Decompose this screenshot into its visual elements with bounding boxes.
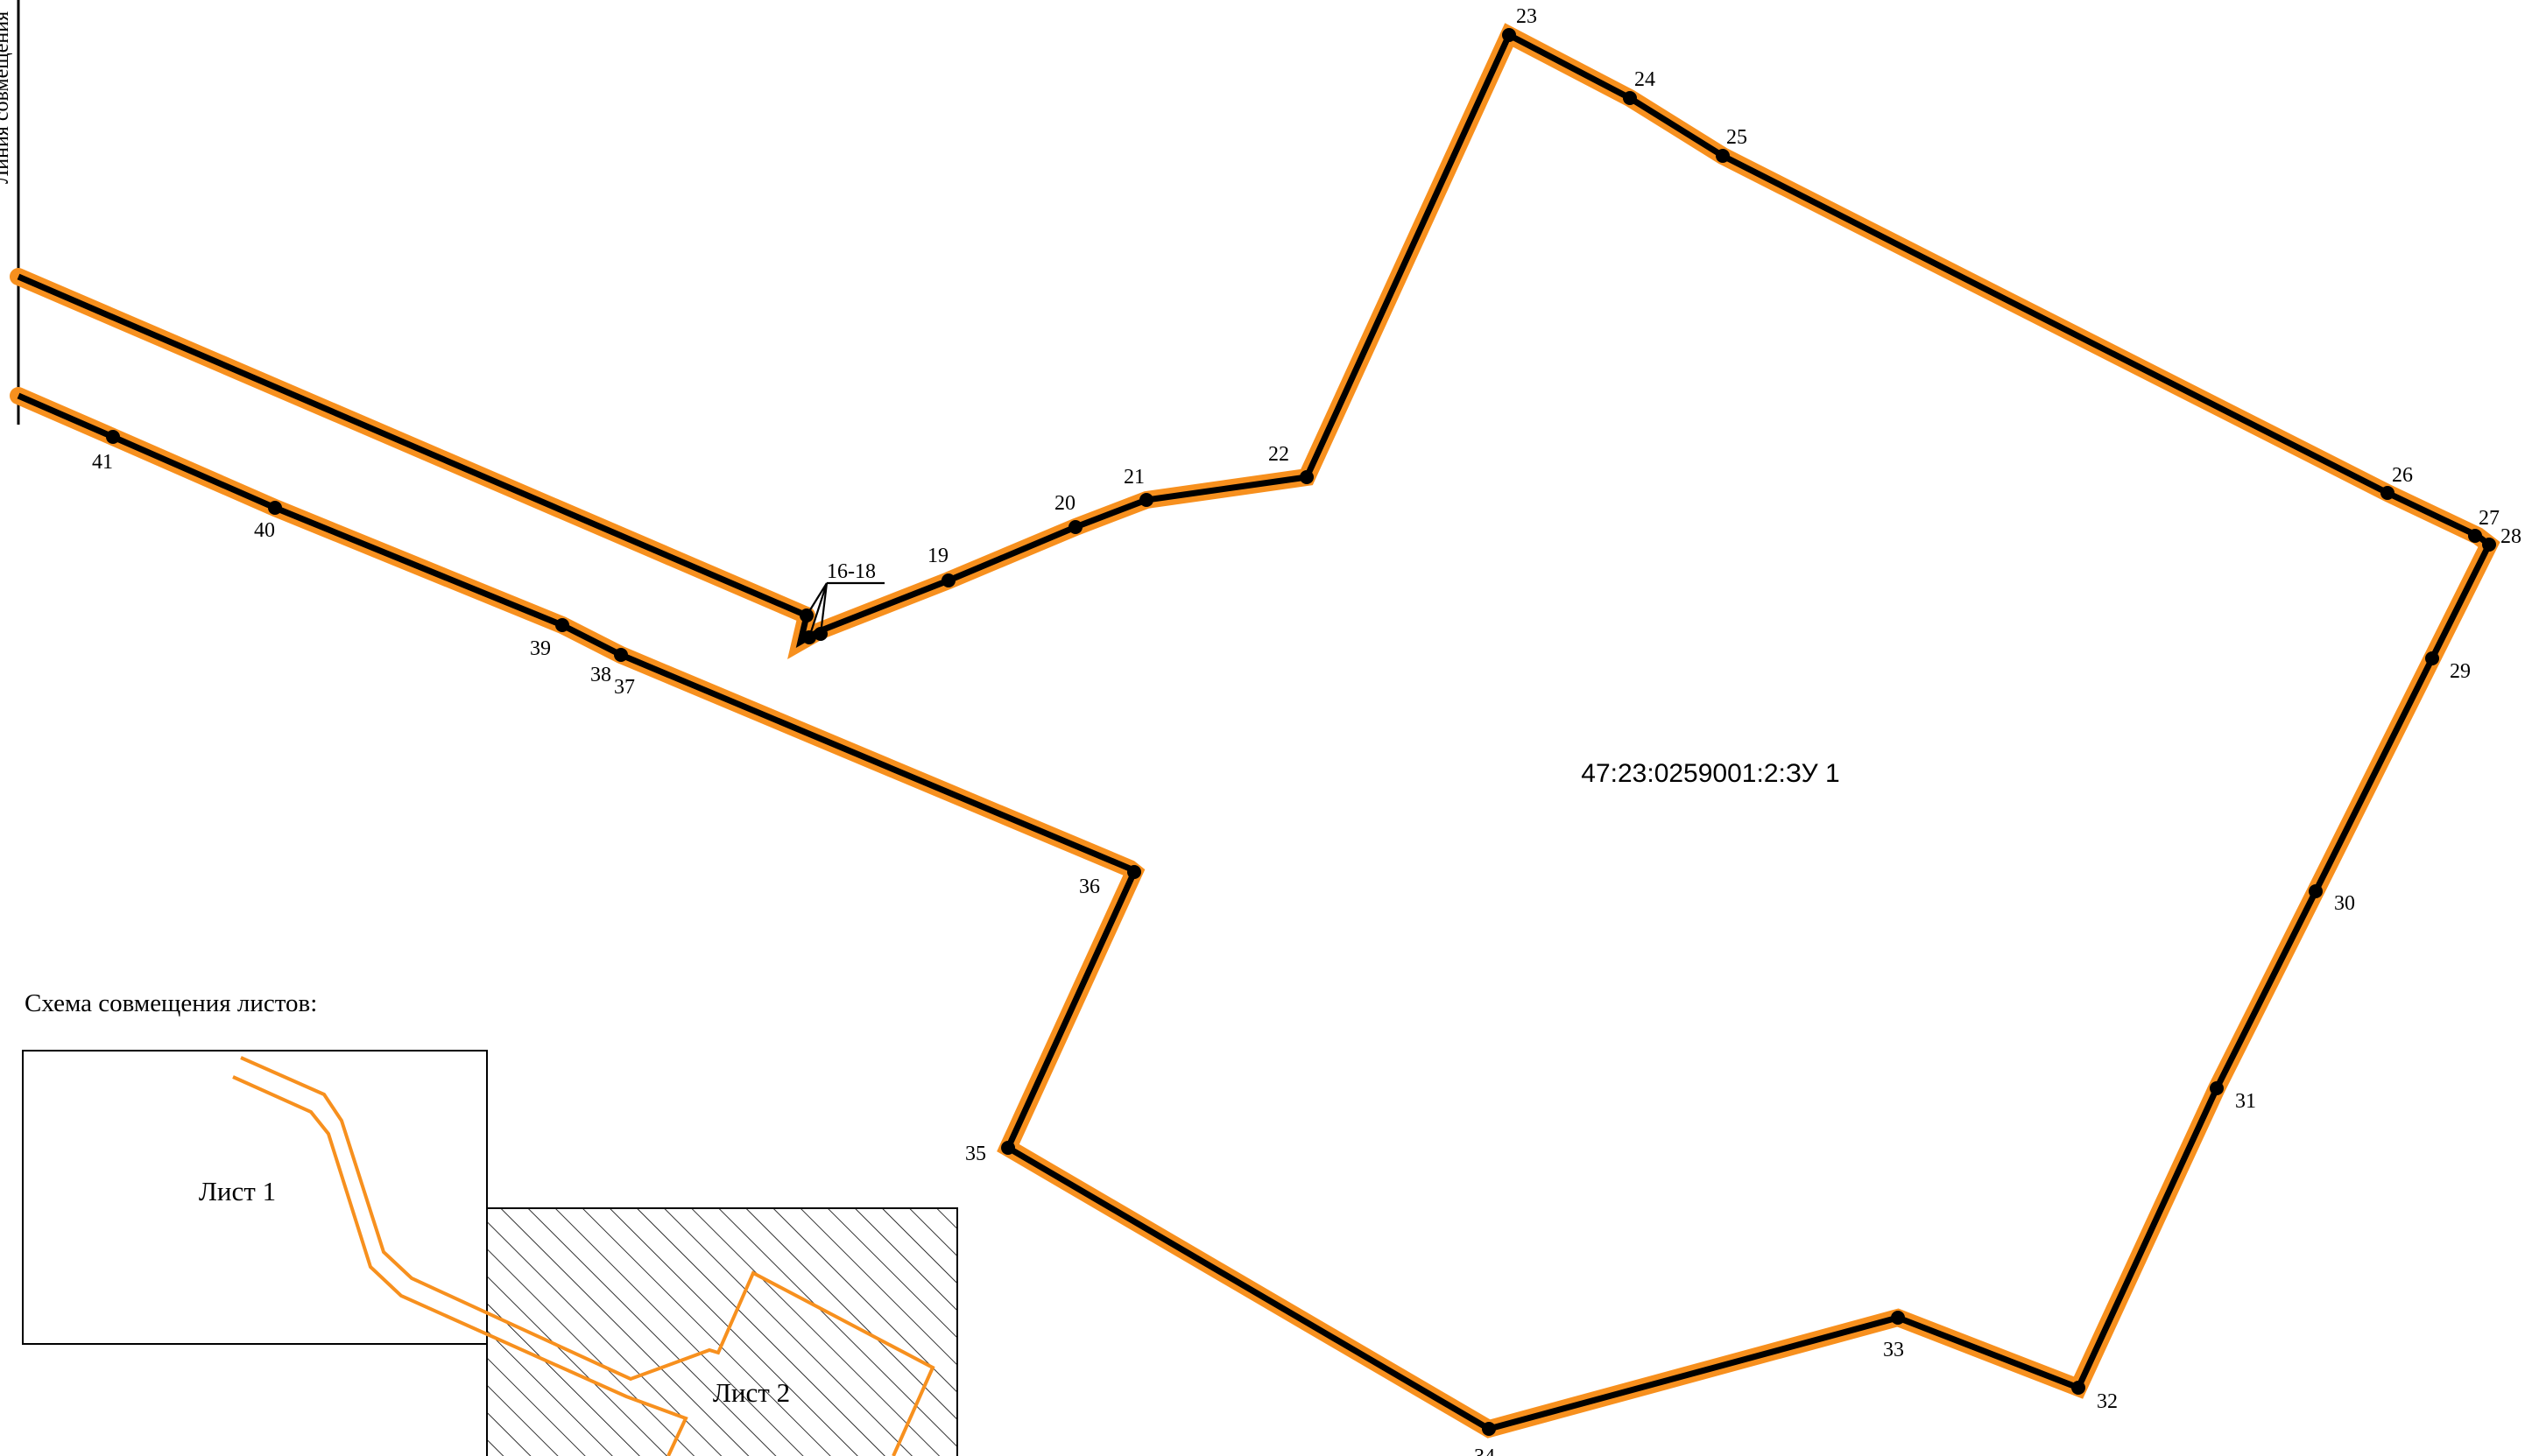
sheet1-label: Лист 1 xyxy=(199,1176,276,1206)
vertex-26 xyxy=(2380,486,2394,500)
sheet2-label: Лист 2 xyxy=(713,1377,790,1408)
label-35: 35 xyxy=(965,1143,986,1165)
vertex-32 xyxy=(2071,1381,2085,1395)
vertex-27 xyxy=(2468,529,2482,543)
vertex-36 xyxy=(1127,865,1141,879)
vertex-24 xyxy=(1623,91,1637,105)
vertex-28 xyxy=(2482,538,2496,552)
sheet-join-line-label: Линия совмещения xyxy=(0,11,13,184)
vertex-25 xyxy=(1716,149,1730,163)
sheet-scheme-inset: Схема совмещения листов: Лист 1 Лист 2 xyxy=(22,989,958,1456)
label-41: 41 xyxy=(92,451,113,474)
label-23: 23 xyxy=(1516,5,1537,28)
label-22: 22 xyxy=(1268,443,1289,466)
vertex-20 xyxy=(1069,520,1083,534)
vertex-21 xyxy=(1139,493,1153,507)
sheet2-frame xyxy=(486,1207,958,1456)
label-37: 37 xyxy=(614,676,635,699)
sheet1-frame xyxy=(22,1050,488,1345)
vertex-34 xyxy=(1482,1422,1496,1436)
vertex-29 xyxy=(2425,651,2439,665)
label-40: 40 xyxy=(254,519,275,542)
label-28: 28 xyxy=(2500,525,2521,548)
label-38: 38 xyxy=(590,664,611,686)
vertex-19 xyxy=(942,573,956,587)
label-34: 34 xyxy=(1474,1445,1495,1456)
label-25: 25 xyxy=(1726,126,1747,149)
label-39: 39 xyxy=(530,637,551,660)
vertex-22 xyxy=(1300,470,1314,484)
parcel-label: 47:23:0259001:2:ЗУ 1 xyxy=(1581,759,1839,788)
vertex-37 xyxy=(614,648,628,662)
label-26: 26 xyxy=(2392,464,2413,487)
vertex-35 xyxy=(1001,1141,1015,1155)
vertex-38 xyxy=(555,618,569,632)
vertex-41 xyxy=(106,430,120,444)
label-16-18: 16-18 xyxy=(827,560,876,583)
label-27: 27 xyxy=(2479,507,2500,530)
vertex-40 xyxy=(268,501,282,515)
label-31: 31 xyxy=(2235,1090,2256,1113)
label-33: 33 xyxy=(1883,1339,1904,1361)
label-30: 30 xyxy=(2334,892,2355,915)
label-20: 20 xyxy=(1054,492,1076,515)
vertex-labels: 16-18 19 20 21 22 23 24 25 26 27 28 29 3… xyxy=(92,5,2521,1456)
label-21: 21 xyxy=(1124,466,1145,489)
inset-parcel-outline xyxy=(232,1056,935,1456)
label-19: 19 xyxy=(927,545,949,567)
vertex-31 xyxy=(2210,1081,2224,1095)
label-36: 36 xyxy=(1079,876,1100,898)
inset-caption: Схема совмещения листов: xyxy=(25,989,317,1017)
vertex-33 xyxy=(1891,1311,1905,1325)
vertex-23 xyxy=(1502,28,1516,42)
leader-16-18 xyxy=(806,581,885,638)
label-24: 24 xyxy=(1634,68,1655,91)
label-29: 29 xyxy=(2450,660,2471,683)
vertex-30 xyxy=(2309,884,2323,898)
label-32: 32 xyxy=(2097,1390,2118,1413)
